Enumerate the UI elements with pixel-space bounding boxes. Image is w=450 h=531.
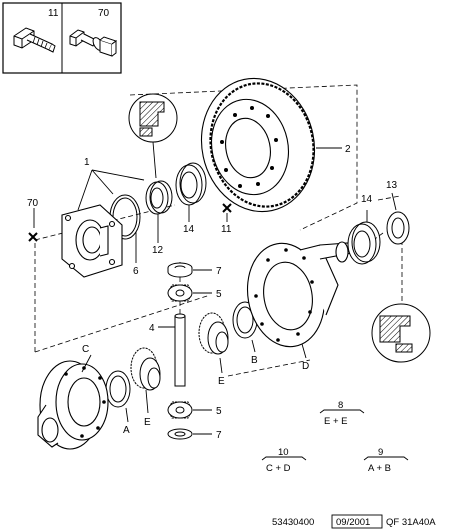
callout-6: 6 (133, 266, 139, 277)
footer-reference: 53430400 (272, 517, 314, 528)
callout-4: 4 (149, 323, 155, 334)
upper-seal-bearing-group (109, 93, 207, 240)
formula-expr-8: E + E (324, 416, 348, 427)
formula-number-8: 8 (338, 400, 343, 411)
inset-label-11: 11 (48, 8, 59, 19)
ring-gear (200, 77, 316, 213)
callout-E-right: E (218, 376, 225, 387)
callout-5-bottom: 5 (216, 406, 222, 417)
callout-C: C (82, 344, 89, 355)
callout-11: 11 (221, 224, 232, 235)
bolt-icon-70 (69, 29, 118, 57)
callout-E-left: E (144, 417, 151, 428)
callout-12: 12 (152, 245, 164, 256)
callout-labels: 1 2 6 12 14 11 70 14 13 7 5 4 5 7 C A E … (27, 144, 398, 441)
callout-7-top: 7 (216, 266, 222, 277)
callout-14-upper: 14 (183, 224, 195, 235)
differential-case-left (37, 360, 109, 450)
formula-expr-10: C + D (266, 463, 291, 474)
formula-number-9: 9 (378, 447, 383, 458)
shim-formula-10: 10 C + D (261, 447, 307, 474)
callout-14-right: 14 (361, 194, 373, 205)
leader-lines (33, 147, 397, 435)
fastener-location-marks (28, 203, 232, 242)
shim-formula-8: 8 E + E (319, 400, 365, 427)
left-bearing-housing (61, 204, 123, 278)
side-gears-and-shims (105, 301, 258, 408)
inset-label-70: 70 (98, 8, 110, 19)
right-seal-bearing-group (347, 211, 431, 363)
bolt-icon-11 (13, 27, 56, 53)
callout-A: A (123, 425, 130, 436)
callout-B: B (251, 355, 258, 366)
footer-date: 09/2001 (336, 517, 370, 528)
shim-formula-9: 9 A + B (363, 447, 409, 474)
fastener-inset: 11 70 (2, 2, 122, 74)
footer-code: QF 31A40A (386, 517, 436, 528)
callout-D: D (302, 361, 309, 372)
differential-case-right (246, 241, 353, 348)
callout-70: 70 (27, 198, 39, 209)
callout-2: 2 (345, 144, 351, 155)
planet-pinion-stack (167, 262, 193, 440)
formula-number-10: 10 (278, 447, 289, 458)
formula-expr-9: A + B (368, 463, 391, 474)
footer: 53430400 09/2001 QF 31A40A (272, 514, 436, 529)
callout-13: 13 (386, 180, 398, 191)
callout-7-bottom: 7 (216, 430, 222, 441)
callout-1: 1 (84, 157, 90, 168)
callout-5-top: 5 (216, 289, 222, 300)
footer-date-box (331, 514, 383, 529)
